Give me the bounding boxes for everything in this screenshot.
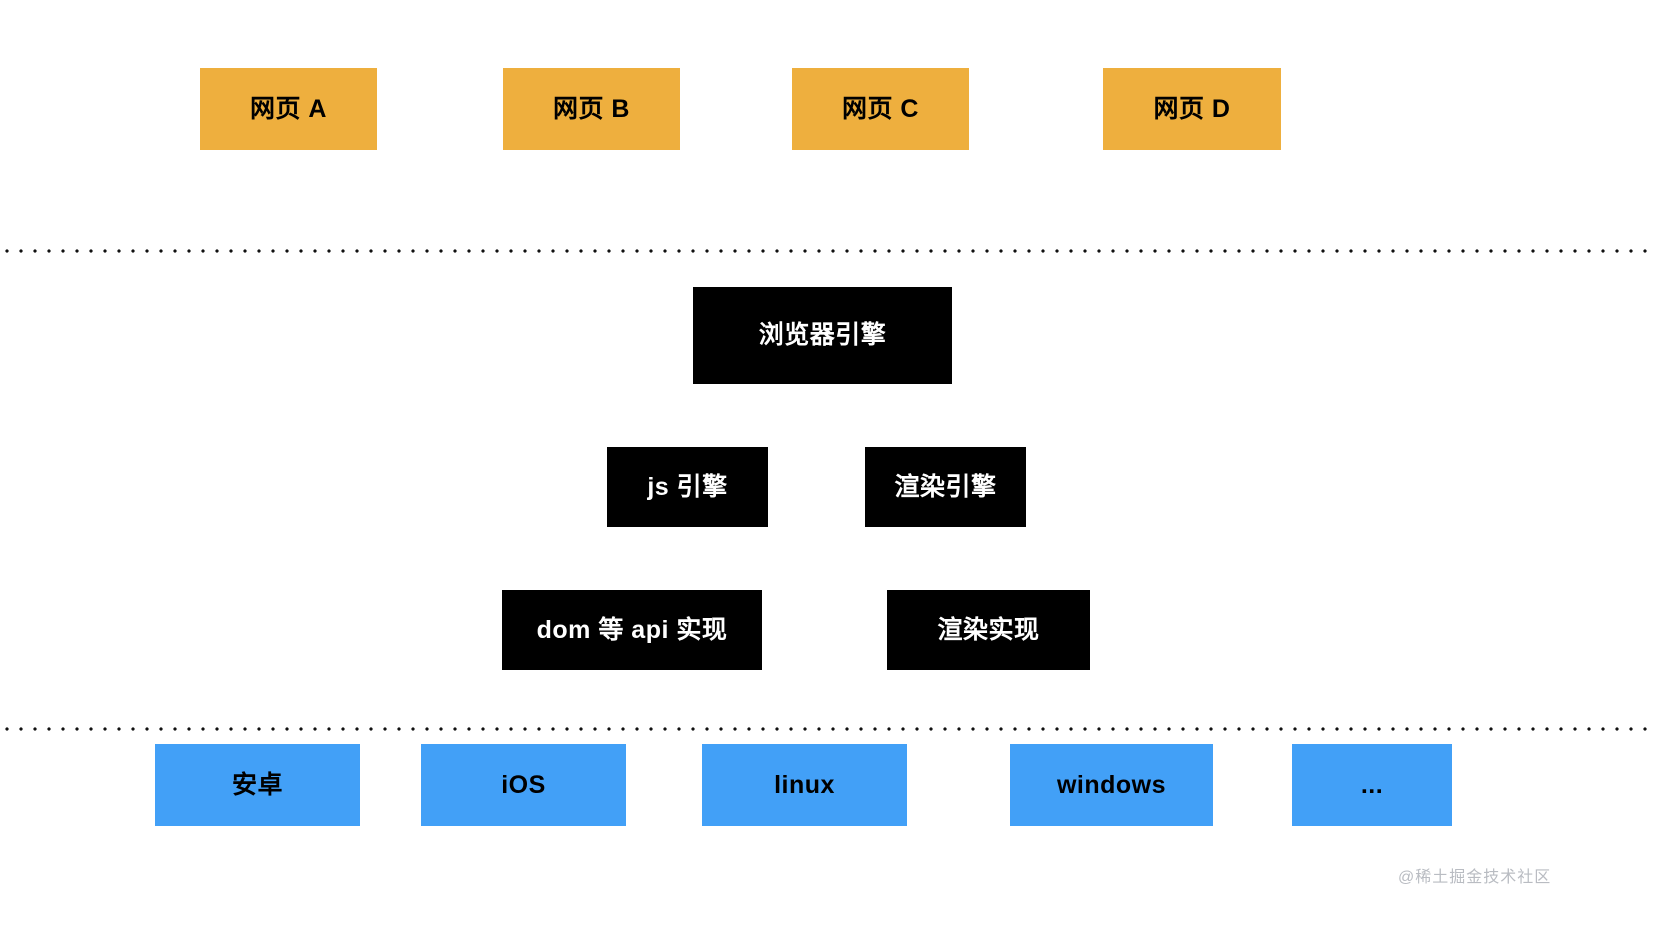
os-label-more: ...: [1360, 770, 1384, 799]
os-label-ios: iOS: [501, 770, 546, 799]
os-box-more: ...: [1292, 744, 1452, 826]
render-impl-box: 渲染实现: [887, 590, 1090, 670]
upper-divider: [0, 249, 1656, 253]
render-engine-box: 渲染引擎: [865, 447, 1026, 527]
web-page-box-a: 网页 A: [200, 68, 377, 150]
dom-api-impl-box: dom 等 api 实现: [502, 590, 762, 670]
os-box-ios: iOS: [421, 744, 626, 826]
web-page-label-c: 网页 C: [841, 94, 919, 123]
render-impl-label: 渲染实现: [937, 615, 1040, 644]
lower-divider: [0, 727, 1656, 731]
os-box-android: 安卓: [155, 744, 360, 826]
js-engine-box: js 引擎: [607, 447, 768, 527]
watermark: @稀土掘金技术社区: [1398, 869, 1552, 886]
os-box-linux: linux: [702, 744, 907, 826]
web-page-label-b: 网页 B: [552, 94, 630, 123]
web-page-box-b: 网页 B: [503, 68, 680, 150]
os-label-windows: windows: [1056, 770, 1167, 799]
dom-api-impl-label: dom 等 api 实现: [536, 615, 728, 644]
browser-engine-label: 浏览器引擎: [758, 321, 887, 349]
web-page-label-d: 网页 D: [1153, 94, 1231, 123]
browser-engine-box: 浏览器引擎: [693, 287, 952, 384]
os-box-windows: windows: [1010, 744, 1213, 826]
os-label-android: 安卓: [231, 770, 283, 799]
js-engine-label: js 引擎: [647, 472, 728, 501]
web-page-box-c: 网页 C: [792, 68, 969, 150]
os-label-linux: linux: [774, 770, 835, 799]
render-engine-label: 渲染引擎: [894, 472, 997, 501]
web-page-box-d: 网页 D: [1103, 68, 1281, 150]
web-page-label-a: 网页 A: [249, 94, 327, 123]
